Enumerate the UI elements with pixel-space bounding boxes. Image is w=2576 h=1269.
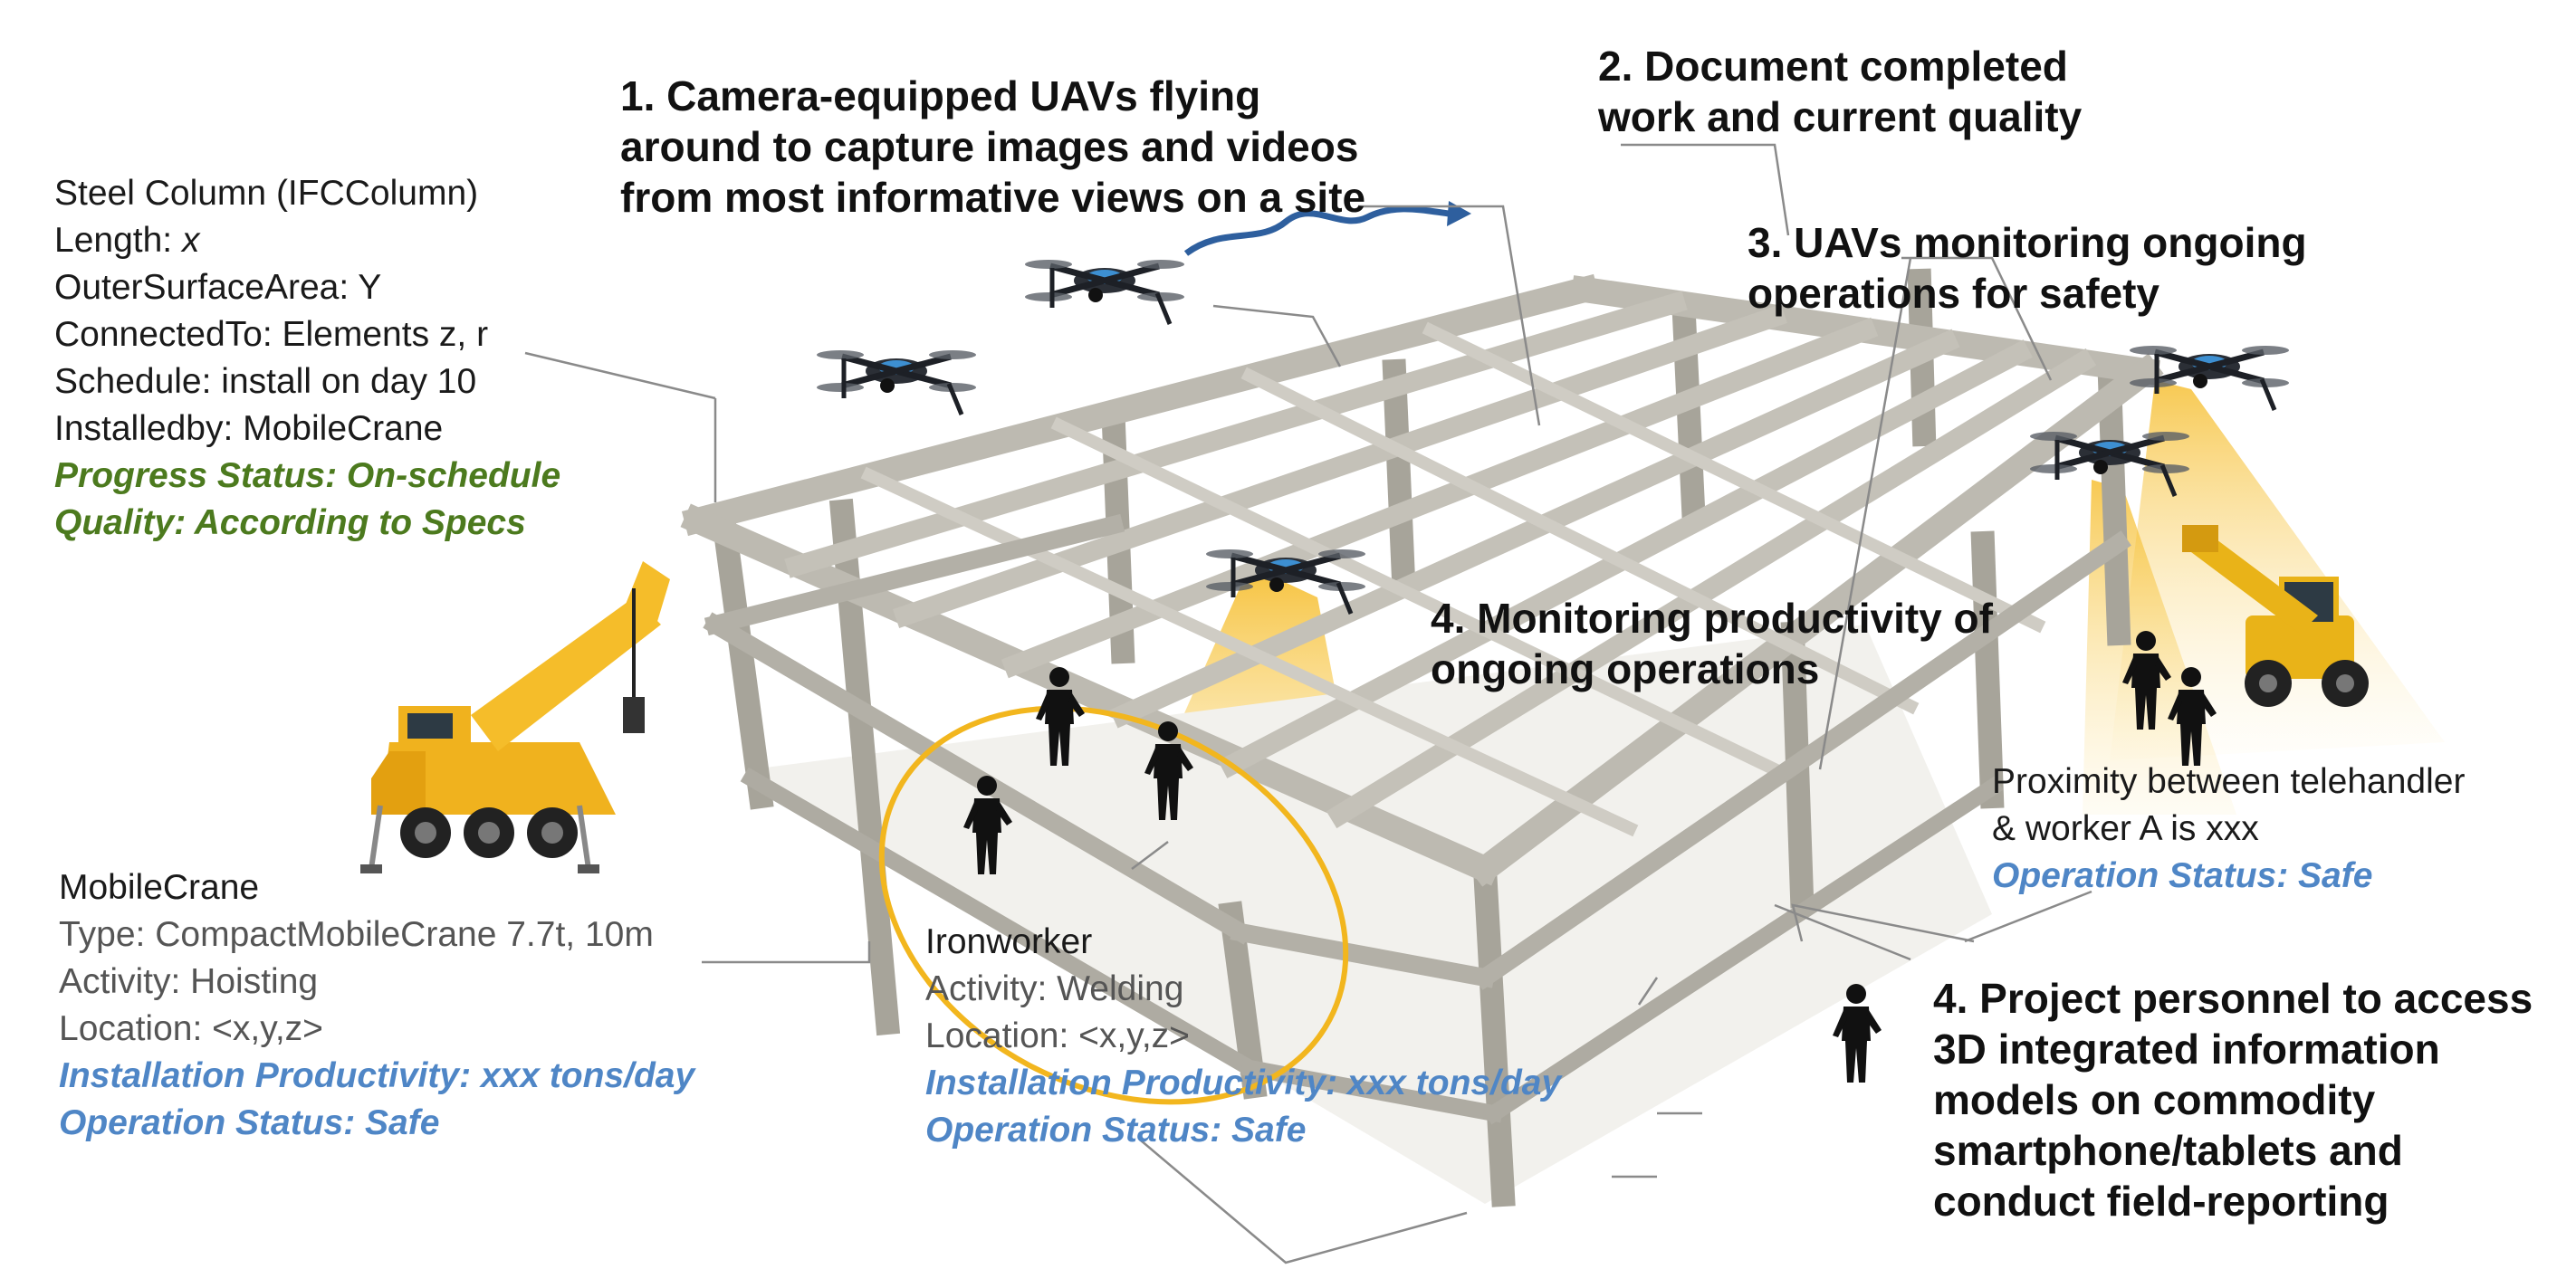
steel-column-installed-by: Installedby: MobileCrane [54, 409, 444, 448]
mobile-crane-productivity: Installation Productivity: xxx tons/day [59, 1056, 695, 1095]
leader-lines [524, 143, 2092, 1264]
mobile-crane-info: MobileCrane Type: CompactMobileCrane 7.7… [59, 864, 694, 1147]
telehandler-icon [2182, 525, 2369, 707]
drone-icon [817, 350, 976, 415]
ironworker-productivity: Installation Productivity: xxx tons/day [925, 1064, 1562, 1102]
steel-frame [680, 268, 2164, 1207]
uav-safety-annotation: 3. UAVs monitoring ongoing operations fo… [1748, 219, 2307, 317]
drone-icon [1025, 260, 1184, 324]
mobile-crane-location: Location: <x,y,z> [59, 1009, 323, 1048]
crane-icon [360, 561, 670, 873]
mobile-crane-type: Type: CompactMobileCrane 7.7t, 10m [59, 915, 654, 954]
monitor-productivity-annotation: 4. Monitoring productivity of ongoing op… [1431, 595, 1993, 692]
ironworker-location: Location: <x,y,z> [925, 1016, 1190, 1055]
ironworker-info: Ironworker Activity: Welding Location: <… [925, 919, 1561, 1154]
document-quality-annotation: 2. Document completed work and current q… [1598, 43, 2083, 140]
telehandler-operation-status: Operation Status: Safe [1992, 856, 2373, 895]
proximity-line-1: Proximity between telehandler [1992, 762, 2466, 801]
ironworker-status: Operation Status: Safe [925, 1111, 1307, 1150]
ground-plane [752, 625, 1992, 1204]
progress-status: Progress Status: On-schedule [54, 456, 561, 495]
personnel-access-annotation: 4. Project personnel to access 3D integr… [1933, 975, 2533, 1225]
steel-column-info: Steel Column (IFCColumn) Length: x Outer… [54, 170, 560, 547]
uav-capture-annotation: 1. Camera-equipped UAVs flying around to… [620, 72, 1366, 221]
ironworker-activity: Activity: Welding [925, 969, 1184, 1008]
mobile-crane-title: MobileCrane [59, 868, 260, 907]
uav-view-cone-right [2110, 380, 2445, 760]
worker-highlight-circle [878, 705, 1349, 1105]
ironworker-title: Ironworker [925, 922, 1093, 961]
proximity-line-2: & worker A is xxx [1992, 809, 2259, 848]
steel-column-surface: OuterSurfaceArea: Y [54, 268, 382, 307]
mobile-crane-activity: Activity: Hoisting [59, 962, 319, 1001]
steel-column-connected: ConnectedTo: Elements z, r [54, 315, 489, 354]
telehandler-proximity-info: Proximity between telehandler & worker A… [1992, 759, 2465, 900]
quality-status: Quality: According to Specs [54, 503, 526, 542]
steel-column-schedule: Schedule: install on day 10 [54, 362, 477, 401]
steel-column-title: Steel Column (IFCColumn) [54, 174, 479, 213]
steel-column-length: Length: x [54, 221, 200, 260]
mobile-crane-status: Operation Status: Safe [59, 1103, 440, 1142]
